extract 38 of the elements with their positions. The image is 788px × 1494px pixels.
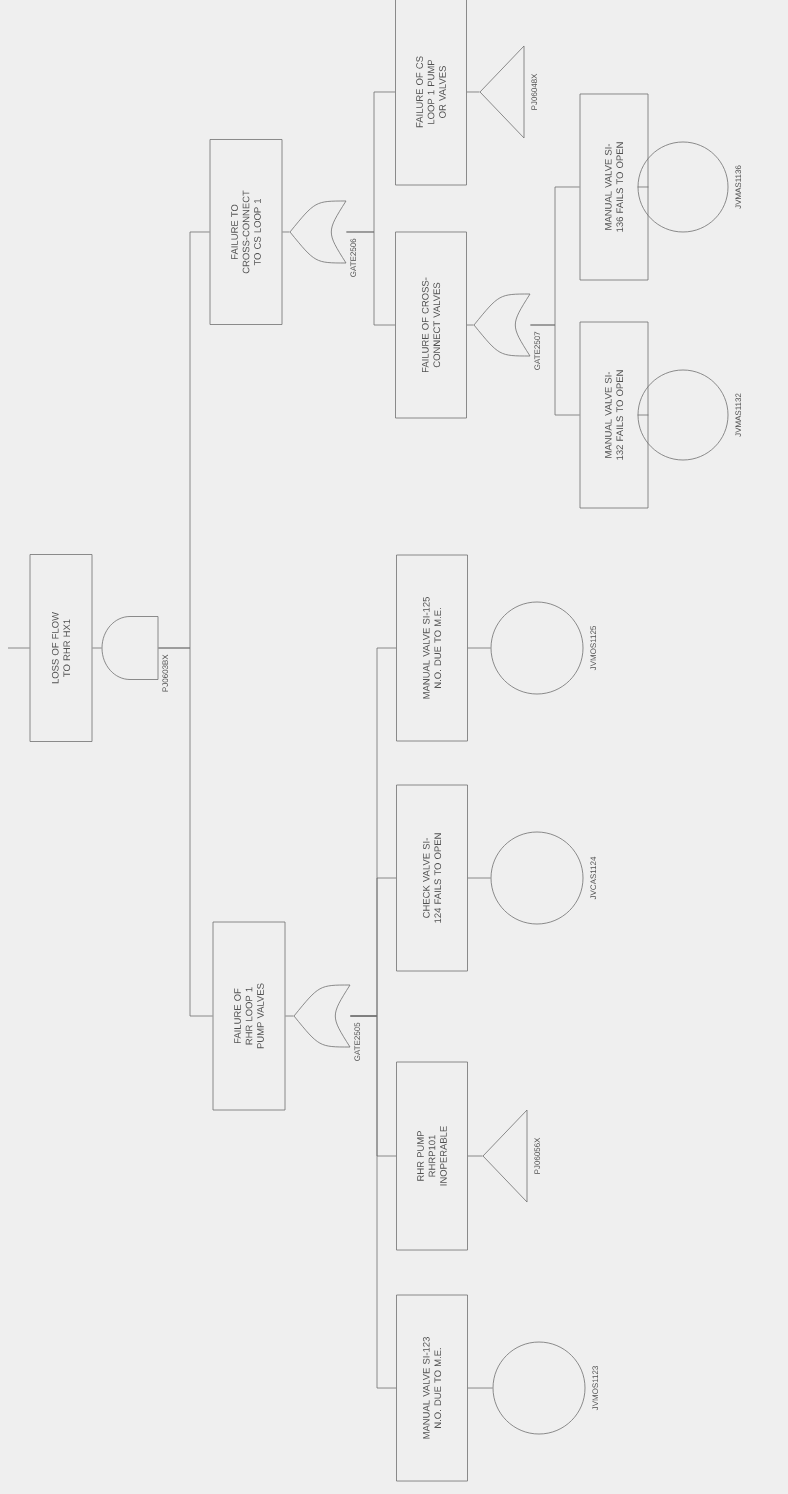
connector-line <box>92 647 102 649</box>
event-box: MANUAL VALVE SI-125 N.O. DUE TO M.E. <box>396 554 468 742</box>
connector-line <box>467 877 491 879</box>
or-gate <box>289 200 347 264</box>
basic-event-circle <box>637 369 729 461</box>
connector-line <box>282 231 290 233</box>
event-box: FAILURE OF CS LOOP 1 PUMP OR VALVES <box>395 0 467 186</box>
basic-event-circle <box>490 831 584 925</box>
event-box: MANUAL VALVE SI-132 FAILS TO OPEN <box>579 321 649 509</box>
connector-line <box>7 647 30 649</box>
event-box: FAILURE OF CROSS-CONNECT VALVES <box>395 231 467 419</box>
connector-line <box>467 647 491 649</box>
connector-line <box>530 186 580 326</box>
connector-line <box>637 186 649 188</box>
transfer-triangle <box>482 1109 528 1203</box>
and-gate <box>101 616 159 680</box>
connector-line <box>467 1155 483 1157</box>
transfer-triangle <box>479 45 525 139</box>
connector-line <box>350 647 397 1017</box>
event-box: RHR PUMP RHRP101 INOPERABLE <box>396 1061 468 1251</box>
connector-line <box>637 414 649 416</box>
or-gate <box>473 293 531 357</box>
event-box: FAILURE TO CROSS-CONNECT TO CS LOOP 1 <box>209 139 283 325</box>
or-gate <box>293 984 351 1048</box>
connector-line <box>467 1387 493 1389</box>
event-box: MANUAL VALVE SI-123 N.O. DUE TO M.E. <box>396 1294 468 1482</box>
event-box: CHECK VALVE SI-124 FAILS TO OPEN <box>396 784 468 972</box>
connector-line <box>466 91 480 93</box>
basic-event-circle <box>490 601 584 695</box>
connector-line <box>346 91 396 233</box>
basic-event-circle <box>492 1341 586 1435</box>
event-box: MANUAL VALVE SI-136 FAILS TO OPEN <box>579 93 649 281</box>
connector-line <box>466 324 474 326</box>
connector-line <box>158 231 210 649</box>
connector-line <box>285 1015 294 1017</box>
basic-event-circle <box>637 141 729 233</box>
event-box: FAILURE OF RHR LOOP 1 PUMP VALVES <box>212 921 286 1111</box>
event-box: LOSS OF FLOW TO RHR HX1 <box>29 554 93 742</box>
